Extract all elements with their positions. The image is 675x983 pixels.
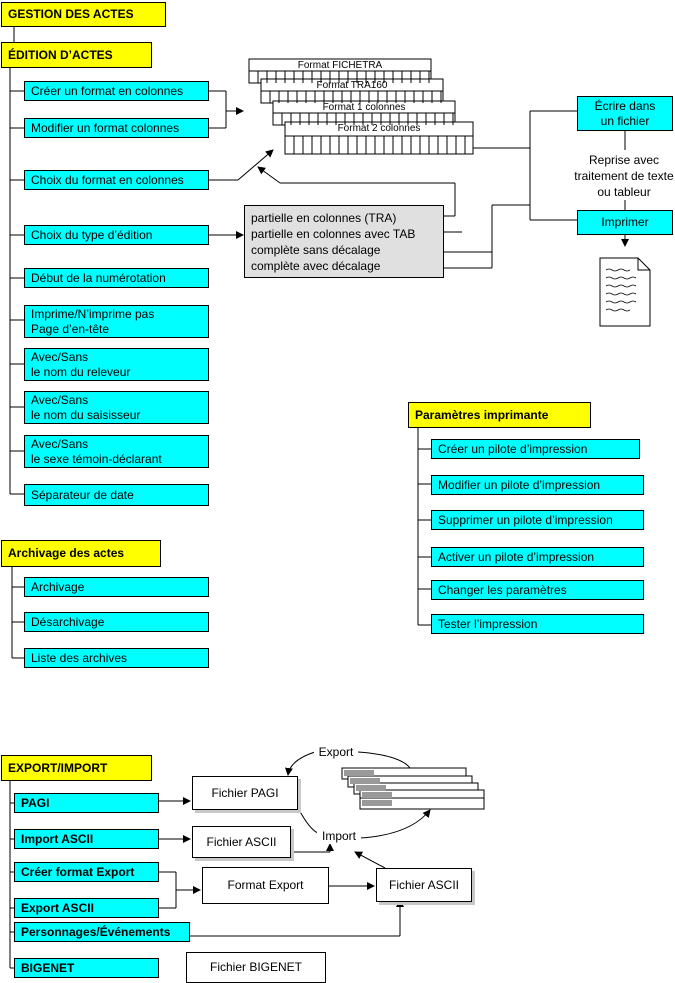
reprise-text: Reprise avec traitement de texte ou tabl… [574,153,674,199]
edition-item-choix-type[interactable]: Choix du type d’édition [24,225,209,245]
export-item-personnages[interactable]: Personnages/Événements [14,922,190,942]
fichier-ascii-2-box: Fichier ASCII [376,868,472,902]
printer-item-modifier[interactable]: Modifier un pilote d’impression [431,475,644,495]
edition-actes-title: ÉDITION D’ACTES [1,42,152,68]
printer-item-tester[interactable]: Tester l’impression [431,614,644,634]
edition-item-choix-format[interactable]: Choix du format en colonnes [24,170,209,190]
printer-item-activer[interactable]: Activer un pilote d’impression [431,547,644,567]
edition-item-nom-saisisseur[interactable]: Avec/Sans le nom du saisisseur [24,391,209,424]
edition-item-nom-releveur[interactable]: Avec/Sans le nom du releveur [24,348,209,381]
export-item-export-ascii[interactable]: Export ASCII [14,898,159,918]
format-tra160-label: Format TRA160 [316,80,388,91]
edition-item-debut-numerotation[interactable]: Début de la numérotation [24,268,209,288]
imprimer-box[interactable]: Imprimer [577,210,673,235]
export-item-bigenet[interactable]: BIGENET [14,958,159,978]
fichier-ascii-box: Fichier ASCII [192,826,291,858]
export-item-pagi[interactable]: PAGI [14,793,159,813]
archivage-item-desarchivage[interactable]: Désarchivage [24,612,209,632]
format-1-colonnes-label: Format 1 colonnes [322,102,406,113]
fichier-bigenet-box: Fichier BIGENET [186,952,326,983]
fichier-pagi-box: Fichier PAGI [192,776,298,810]
archivage-item-archivage[interactable]: Archivage [24,577,209,597]
edition-type-complete-avec[interactable]: complète avec décalage [251,259,381,273]
export-label: Export [314,744,358,760]
gestion-des-actes-title: GESTION DES ACTES [1,2,166,27]
edition-item-sexe-temoin[interactable]: Avec/Sans le sexe témoin-déclarant [24,435,209,468]
document-icon [599,257,651,327]
format-2-colonnes-label: Format 2 colonnes [337,123,421,134]
printer-item-creer[interactable]: Créer un pilote d’impression [431,439,640,459]
edition-item-page-entete[interactable]: Imprime/N’imprime pas Page d’en-tête [24,305,209,338]
ecrire-fichier-box[interactable]: Écrire dans un fichier [577,96,673,131]
format-export-box: Format Export [202,867,329,904]
parametres-imprimante-title: Paramètres imprimante [408,402,591,428]
export-item-creer-format-export[interactable]: Créer format Export [14,862,159,882]
edition-type-complete-sans[interactable]: complète sans décalage [251,243,381,257]
archivage-actes-title: Archivage des actes [1,540,161,567]
edition-type-box: partielle en colonnes (TRA) partielle en… [244,205,444,278]
edition-item-separateur-date[interactable]: Séparateur de date [24,484,209,506]
export-item-import-ascii[interactable]: Import ASCII [14,829,159,849]
archivage-item-liste[interactable]: Liste des archives [24,648,209,668]
printer-item-changer[interactable]: Changer les paramètres [431,580,644,600]
edition-item-creer-format[interactable]: Créer un format en colonnes [24,81,209,101]
printer-item-supprimer[interactable]: Supprimer un pilote d’impression [431,510,644,530]
format-fichetra-label: Format FICHETRA [297,60,383,71]
edition-item-modifier-format[interactable]: Modifier un format colonnes [24,118,209,138]
export-import-title: EXPORT/IMPORT [1,755,152,781]
edition-type-partielle-tra[interactable]: partielle en colonnes (TRA) [251,211,397,225]
import-label: Import [317,828,361,844]
edition-type-partielle-tab[interactable]: partielle en colonnes avec TAB [251,227,416,241]
